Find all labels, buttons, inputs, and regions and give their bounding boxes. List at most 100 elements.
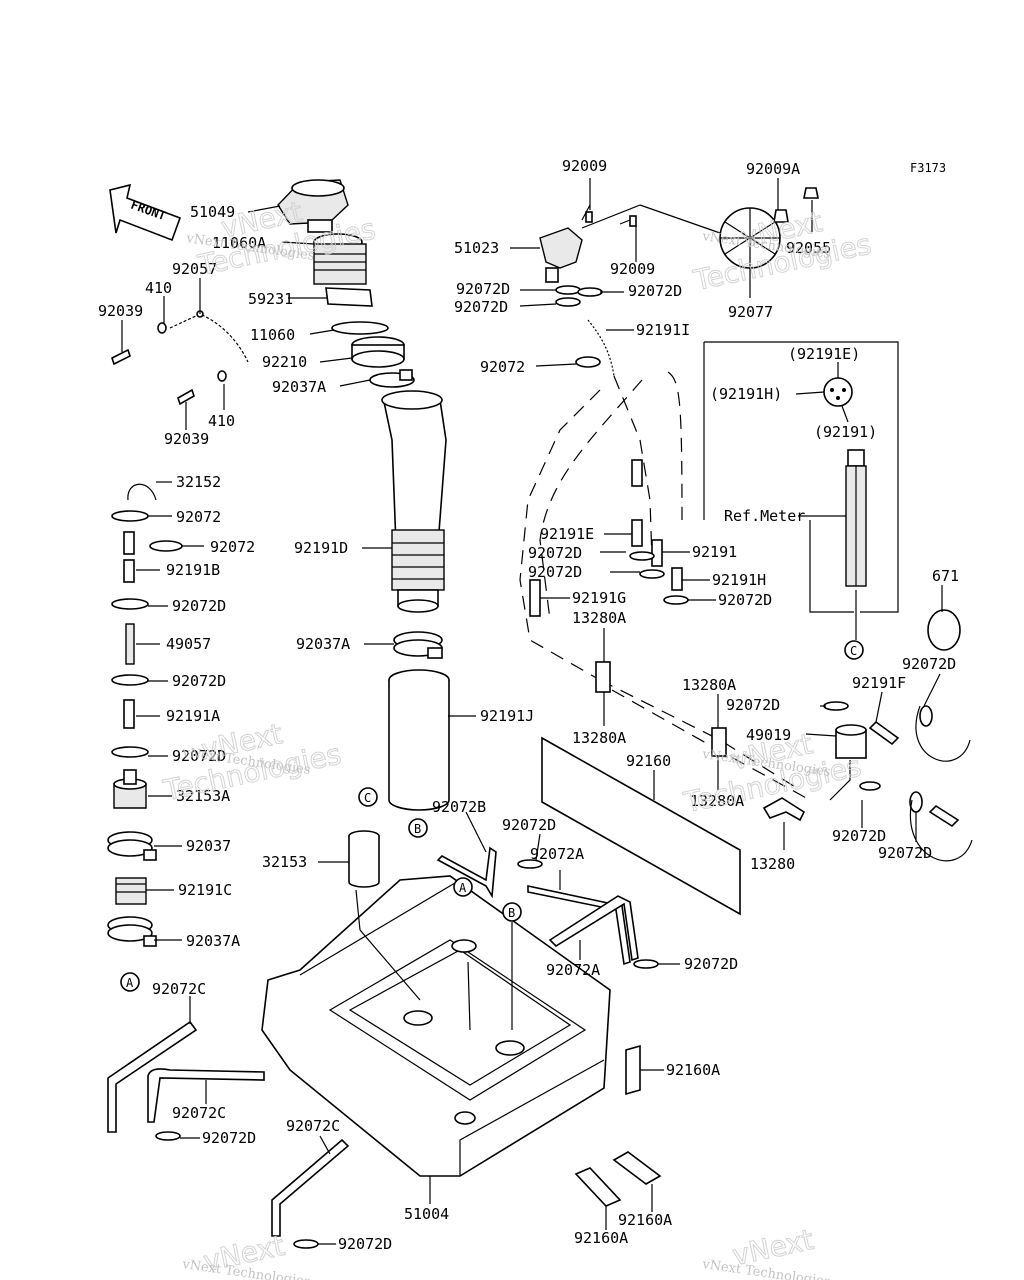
pad-92160A-2 bbox=[574, 1167, 622, 1207]
label-92072D-m: 92072D bbox=[202, 1129, 256, 1147]
label-92191B: 92191B bbox=[166, 561, 220, 579]
label-92072A-2: 92072A bbox=[546, 961, 600, 979]
tube-92191J bbox=[388, 669, 450, 811]
label-51049: 51049 bbox=[190, 203, 235, 221]
label-92072-l2: 92072 bbox=[210, 538, 255, 556]
label-92072D-e: 92072D bbox=[528, 563, 582, 581]
label-13280A-3: 13280A bbox=[682, 676, 736, 694]
label-92072D-l1: 92072D bbox=[172, 597, 226, 615]
label-32153A: 32153A bbox=[176, 787, 230, 805]
svg-text:C: C bbox=[850, 644, 857, 658]
svg-text:A: A bbox=[459, 881, 467, 895]
pad-92160A-3 bbox=[612, 1151, 662, 1185]
label-13280A-4: 13280A bbox=[690, 792, 744, 810]
label-92072D-f: 92072D bbox=[718, 591, 772, 609]
label-92072C-2: 92072C bbox=[172, 1104, 226, 1122]
callout-circles: A A B B C C bbox=[120, 640, 864, 992]
vent-valve bbox=[539, 204, 637, 377]
pad-92160A-1 bbox=[625, 1044, 641, 1096]
filler-hose-92191D bbox=[381, 390, 447, 613]
label-92191J: 92191J bbox=[480, 707, 534, 725]
svg-text:B: B bbox=[508, 906, 515, 920]
hose-routing bbox=[519, 371, 811, 801]
label-32152: 32152 bbox=[176, 473, 221, 491]
label-92057: 92057 bbox=[172, 260, 217, 278]
label-92009A: 92009A bbox=[746, 160, 800, 178]
label-13280: 13280 bbox=[750, 855, 795, 873]
filler-neck-threaded bbox=[313, 233, 373, 307]
fuel-filter-49019 bbox=[823, 701, 973, 862]
label-92072D-l3: 92072D bbox=[172, 747, 226, 765]
leader-lines bbox=[121, 178, 943, 1245]
label-92072D-h: 92072D bbox=[726, 696, 780, 714]
label-49057: 49057 bbox=[166, 635, 211, 653]
label-92072D-c: 92072D bbox=[454, 298, 508, 316]
label-92191A: 92191A bbox=[166, 707, 220, 725]
label-92072D-j: 92072D bbox=[878, 844, 932, 862]
label-92072-l1: 92072 bbox=[176, 508, 221, 526]
label-92072D-k: 92072D bbox=[502, 816, 556, 834]
ref-meter-box bbox=[703, 341, 899, 640]
label-92072D-n: 92072D bbox=[338, 1235, 392, 1253]
label-92009-a: 92009 bbox=[562, 157, 607, 175]
tube-32153 bbox=[348, 830, 380, 888]
label-92039-a: 92039 bbox=[98, 302, 143, 320]
pad-92160 bbox=[541, 736, 741, 916]
label-92160A-3: 92160A bbox=[574, 1229, 628, 1247]
label-92191H-paren: (92191H) bbox=[710, 385, 782, 403]
svg-text:B: B bbox=[414, 822, 421, 836]
hose-clamp-top bbox=[369, 369, 415, 388]
label-92077: 92077 bbox=[728, 303, 773, 321]
svg-text:C: C bbox=[364, 791, 371, 805]
label-92009-b: 92009 bbox=[610, 260, 655, 278]
label-92191G: 92191G bbox=[572, 589, 626, 607]
label-92072D-b: 92072D bbox=[628, 282, 682, 300]
label-410-a: 410 bbox=[145, 279, 172, 297]
label-671: 671 bbox=[932, 567, 959, 585]
label-51004: 51004 bbox=[404, 1205, 449, 1223]
label-92072C-1: 92072C bbox=[152, 980, 206, 998]
svg-text:A: A bbox=[126, 976, 134, 990]
label-92072A-1: 92072A bbox=[530, 845, 584, 863]
label-13280A-1: 13280A bbox=[572, 609, 626, 627]
label-92072C-3: 92072C bbox=[286, 1117, 340, 1135]
label-92191I: 92191I bbox=[636, 321, 690, 339]
label-ref-meter: Ref.Meter bbox=[724, 507, 805, 525]
label-92160: 92160 bbox=[626, 752, 671, 770]
leash-cord bbox=[111, 310, 249, 406]
clips bbox=[155, 859, 659, 1249]
label-11060A: 11060A bbox=[212, 234, 266, 252]
label-92037A-mid: 92037A bbox=[296, 635, 350, 653]
label-92210: 92210 bbox=[262, 353, 307, 371]
label-92191: 92191 bbox=[692, 543, 737, 561]
strap-92072B bbox=[436, 846, 497, 899]
label-51023: 51023 bbox=[454, 239, 499, 257]
label-92072D-a: 92072D bbox=[456, 280, 510, 298]
label-92191D: 92191D bbox=[294, 539, 348, 557]
label-92191E: 92191E bbox=[540, 525, 594, 543]
label-92160A-1: 92160A bbox=[666, 1061, 720, 1079]
strap-92072C-2 bbox=[147, 1068, 265, 1123]
label-92037A-top: 92037A bbox=[272, 378, 326, 396]
front-arrow: FRONT bbox=[109, 183, 182, 242]
label-11060: 11060 bbox=[250, 326, 295, 344]
label-92055: 92055 bbox=[786, 239, 831, 257]
label-92191F: 92191F bbox=[852, 674, 906, 692]
bracket-13280 bbox=[762, 797, 806, 822]
strap-92072A bbox=[527, 885, 639, 966]
label-92072D-i: 92072D bbox=[832, 827, 886, 845]
label-92160A-2: 92160A bbox=[618, 1211, 672, 1229]
gasket-ring bbox=[331, 321, 389, 335]
label-92072D-g: 92072D bbox=[902, 655, 956, 673]
label-92072D-l: 92072D bbox=[684, 955, 738, 973]
neck-collar bbox=[351, 336, 405, 368]
part-labels: 51049 11060A 92057 410 92039 59231 11060… bbox=[98, 157, 959, 1253]
label-49019: 49019 bbox=[746, 726, 791, 744]
sender-plate bbox=[719, 187, 819, 269]
label-92037A-left: 92037A bbox=[186, 932, 240, 950]
label-92072D-l2: 92072D bbox=[172, 672, 226, 690]
label-92037: 92037 bbox=[186, 837, 231, 855]
label-92039-b: 92039 bbox=[164, 430, 209, 448]
label-92191E-paren: (92191E) bbox=[788, 345, 860, 363]
